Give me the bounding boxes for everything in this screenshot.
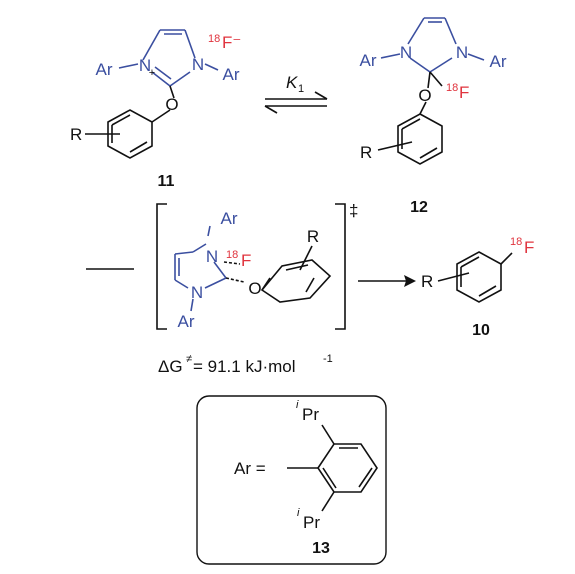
isotope-18-12: 18	[446, 82, 458, 94]
ar-definition-box: Ar = i Pr i Pr 13	[196, 395, 387, 565]
n-right-11: N	[192, 55, 204, 74]
ipr-top: Pr	[302, 405, 319, 424]
oxygen-11: O	[165, 95, 178, 114]
energy-value: = 91.1 kJ·mol	[193, 357, 296, 376]
ipr-bottom: Pr	[303, 513, 320, 532]
compound-12: Ar N N Ar 18 F O R 12	[360, 17, 507, 216]
fluorine-12: F	[459, 83, 469, 102]
energy-exponent: -1	[323, 353, 333, 365]
r-group-12: R	[360, 143, 372, 162]
r-group-11: R	[70, 125, 82, 144]
compound-10: R 18 F 10	[421, 236, 534, 339]
transition-state: ‡ Ar N N Ar 18 F O R	[86, 201, 358, 331]
r-group-ts: R	[307, 227, 319, 246]
ar-right-11: Ar	[223, 65, 240, 84]
isotope-18-ts: 18	[226, 249, 238, 261]
compound-11: Ar N N Ar + 18 F⁻ O R 11	[70, 29, 241, 190]
k1-label: K	[286, 73, 298, 92]
ipr-sup-bottom: i	[297, 507, 300, 519]
ipr-sup-top: i	[296, 399, 299, 411]
isotope-18-11: 18	[208, 33, 220, 45]
label-13: 13	[312, 540, 330, 557]
oxygen-12: O	[418, 86, 431, 105]
fluorine-10: F	[524, 238, 534, 257]
activation-energy: ΔG ≠ = 91.1 kJ·mol -1	[158, 353, 333, 376]
isotope-18-10: 18	[510, 236, 522, 248]
fluorine-ts: F	[241, 251, 251, 270]
n-left-11: N	[139, 56, 151, 75]
n-right-12: N	[456, 43, 468, 62]
reaction-arrow	[358, 275, 416, 287]
oxygen-ts: O	[248, 279, 261, 298]
label-12: 12	[410, 199, 428, 216]
double-dagger: ‡	[349, 201, 358, 220]
ar-bottom-ts: Ar	[178, 312, 195, 331]
n-left-12: N	[400, 43, 412, 62]
label-11: 11	[158, 173, 175, 190]
energy-prefix: ΔG	[158, 357, 183, 376]
energy-sup: ≠	[186, 353, 192, 365]
ar-left-11: Ar	[96, 60, 113, 79]
ar-left-12: Ar	[360, 51, 377, 70]
label-10: 10	[472, 322, 490, 339]
n-bottom-ts: N	[191, 283, 203, 302]
fluoride-11: F⁻	[222, 33, 241, 52]
plus-charge-11: +	[149, 67, 155, 79]
n-top-ts: N	[206, 247, 218, 266]
r-group-10: R	[421, 272, 433, 291]
ar-equals: Ar =	[234, 459, 266, 478]
equilibrium-arrows: K 1	[264, 73, 328, 114]
ar-top-ts: Ar	[221, 209, 238, 228]
ar-right-12: Ar	[490, 52, 507, 71]
k1-subscript: 1	[298, 83, 304, 95]
